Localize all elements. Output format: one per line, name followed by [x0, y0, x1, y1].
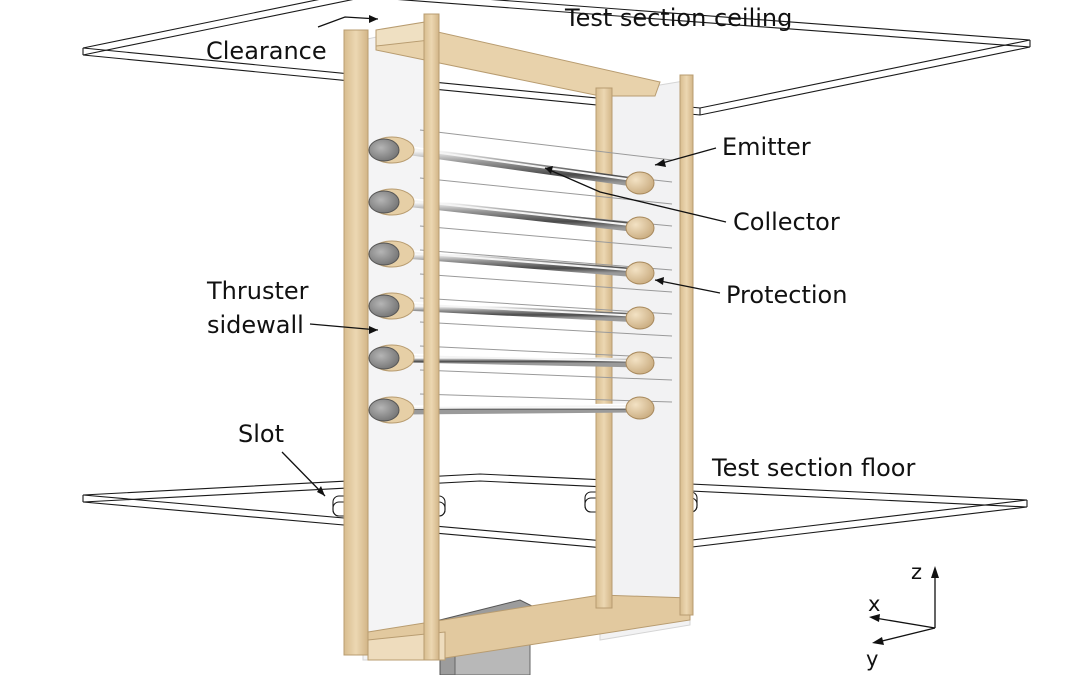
collector-rod-highlight [404, 251, 641, 272]
leader-arrowheads [317, 15, 666, 496]
collector-rod [400, 197, 645, 233]
emitter-head [368, 190, 400, 214]
collector-label: Collector [733, 208, 840, 236]
left-outer-post [343, 29, 369, 656]
emitter-label: Emitter [722, 133, 811, 161]
axis-x-label: x [868, 592, 880, 616]
clearance-label: Clearance [206, 37, 327, 65]
collector-rod-highlight [404, 355, 641, 362]
slot-label: Slot [238, 420, 284, 448]
coordinate-axes [869, 566, 939, 645]
left-inner-post [423, 13, 440, 661]
collector-rod [400, 301, 645, 323]
protection-label: Protection [726, 281, 847, 309]
collector-rod [400, 403, 645, 415]
axis-y-label: y [866, 647, 878, 671]
protection-cap [625, 351, 655, 375]
support-wire [419, 225, 673, 249]
support-wire [419, 369, 673, 381]
collector-rod [400, 353, 645, 368]
axis-z-label: z [911, 560, 922, 584]
left-sidewall-panel [362, 24, 431, 661]
thruster-sidewall-label-line2: sidewall [207, 311, 304, 339]
protection-cap [625, 396, 655, 420]
support-wire [419, 273, 673, 293]
right-back-post [595, 87, 613, 609]
ceiling-label: Test section ceiling [564, 4, 792, 32]
emitter-head [368, 346, 400, 370]
collector-rod-highlight [404, 303, 641, 317]
protection-cap [625, 171, 655, 195]
emitter-head [368, 294, 400, 318]
collector-rod-highlight [404, 147, 641, 182]
emitter-head [368, 242, 400, 266]
collector-rod-highlight [404, 405, 641, 409]
emitter-head [368, 398, 400, 422]
leader-lines [281, 16, 727, 497]
support-wire [419, 321, 673, 337]
right-front-post [679, 74, 694, 616]
collector-rod [400, 145, 645, 188]
collector-rod [400, 249, 645, 278]
collector-rod-highlight [404, 199, 641, 227]
ceiling-plane [82, 0, 1031, 116]
protection-cap [625, 261, 655, 285]
thruster-sidewall-label-line1: Thruster [206, 277, 309, 305]
protection-cap [625, 216, 655, 240]
emitter-head [368, 138, 400, 162]
support-wire [419, 129, 673, 161]
floor-plane [82, 473, 1028, 553]
floor-label: Test section floor [711, 454, 915, 482]
protection-cap [625, 306, 655, 330]
